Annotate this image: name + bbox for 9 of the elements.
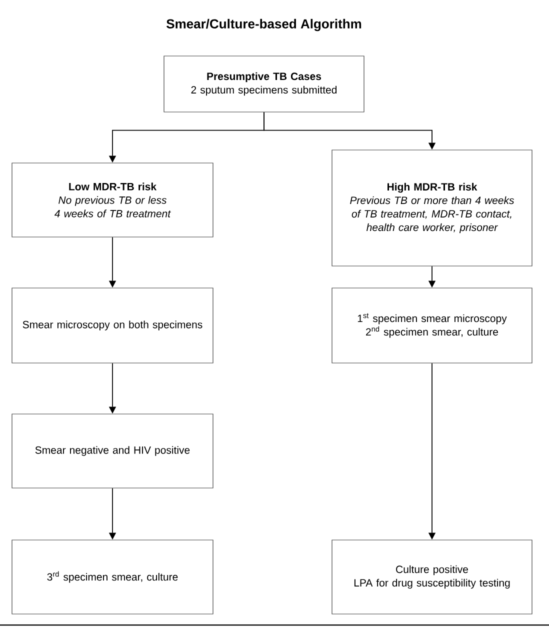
process-box: High MDR-TB risk Previous TB or more than 4 weeks of TB treatment, MDR-TB contact, health care worker, prisoner (332, 150, 532, 266)
process-box: 3$^{rd}$ specimen smear, culture (12, 540, 214, 614)
process-box: Presumptive TB Cases 2 sputum specimens submitted (164, 56, 364, 112)
process-box: 1$^{st}$ specimen smear microscopy 2$^{nd}$ specimen smear, culture (332, 288, 532, 364)
process-box: Low MDR-TB risk No previous TB or less 4 weeks of TB treatment (12, 162, 214, 238)
process-box: Smear microscopy on both specimens (12, 288, 214, 364)
title: Smear/Culture-based Algorithm (166, 18, 362, 32)
process-box: Smear negative and HIV positive (12, 414, 214, 488)
process-box: Culture positive LPA for drug susceptibility testing (332, 540, 532, 614)
